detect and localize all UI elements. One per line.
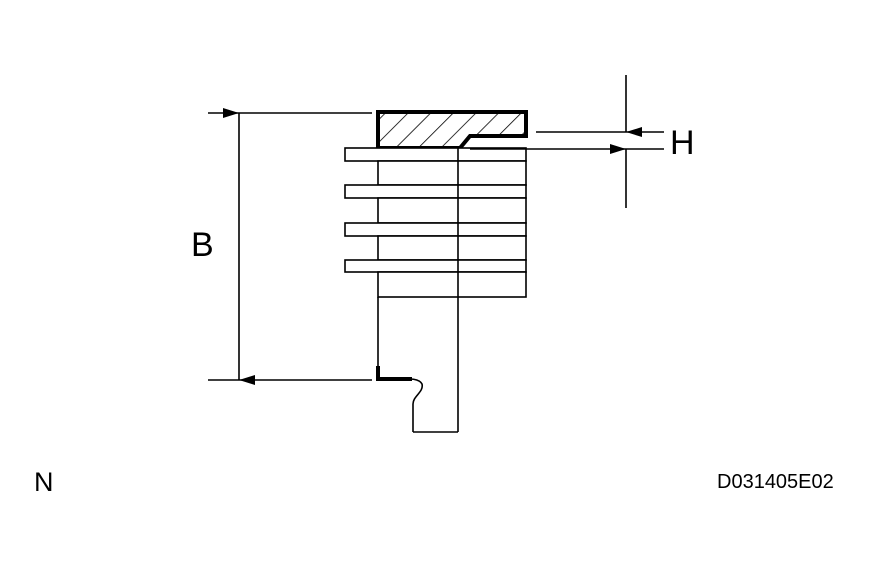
dimension-b-label: B: [191, 226, 214, 264]
plate-3: [344, 184, 527, 199]
plate-7: [344, 259, 527, 273]
hub-base-edge: [376, 366, 412, 381]
plate-5: [344, 222, 527, 237]
dimension-h-label: H: [670, 124, 695, 162]
plate-stack: [344, 147, 527, 298]
top-cap: [376, 110, 528, 150]
plate-8: [377, 271, 527, 298]
dimension-b: [208, 108, 372, 385]
plate-4: [377, 197, 527, 224]
plate-6: [377, 235, 527, 261]
figure-code: D031405E02: [717, 471, 834, 493]
dimension-h: [470, 75, 664, 208]
hub: [377, 297, 459, 433]
plate-2: [377, 160, 527, 186]
plate-1: [344, 147, 527, 162]
corner-mark: N: [34, 467, 54, 497]
